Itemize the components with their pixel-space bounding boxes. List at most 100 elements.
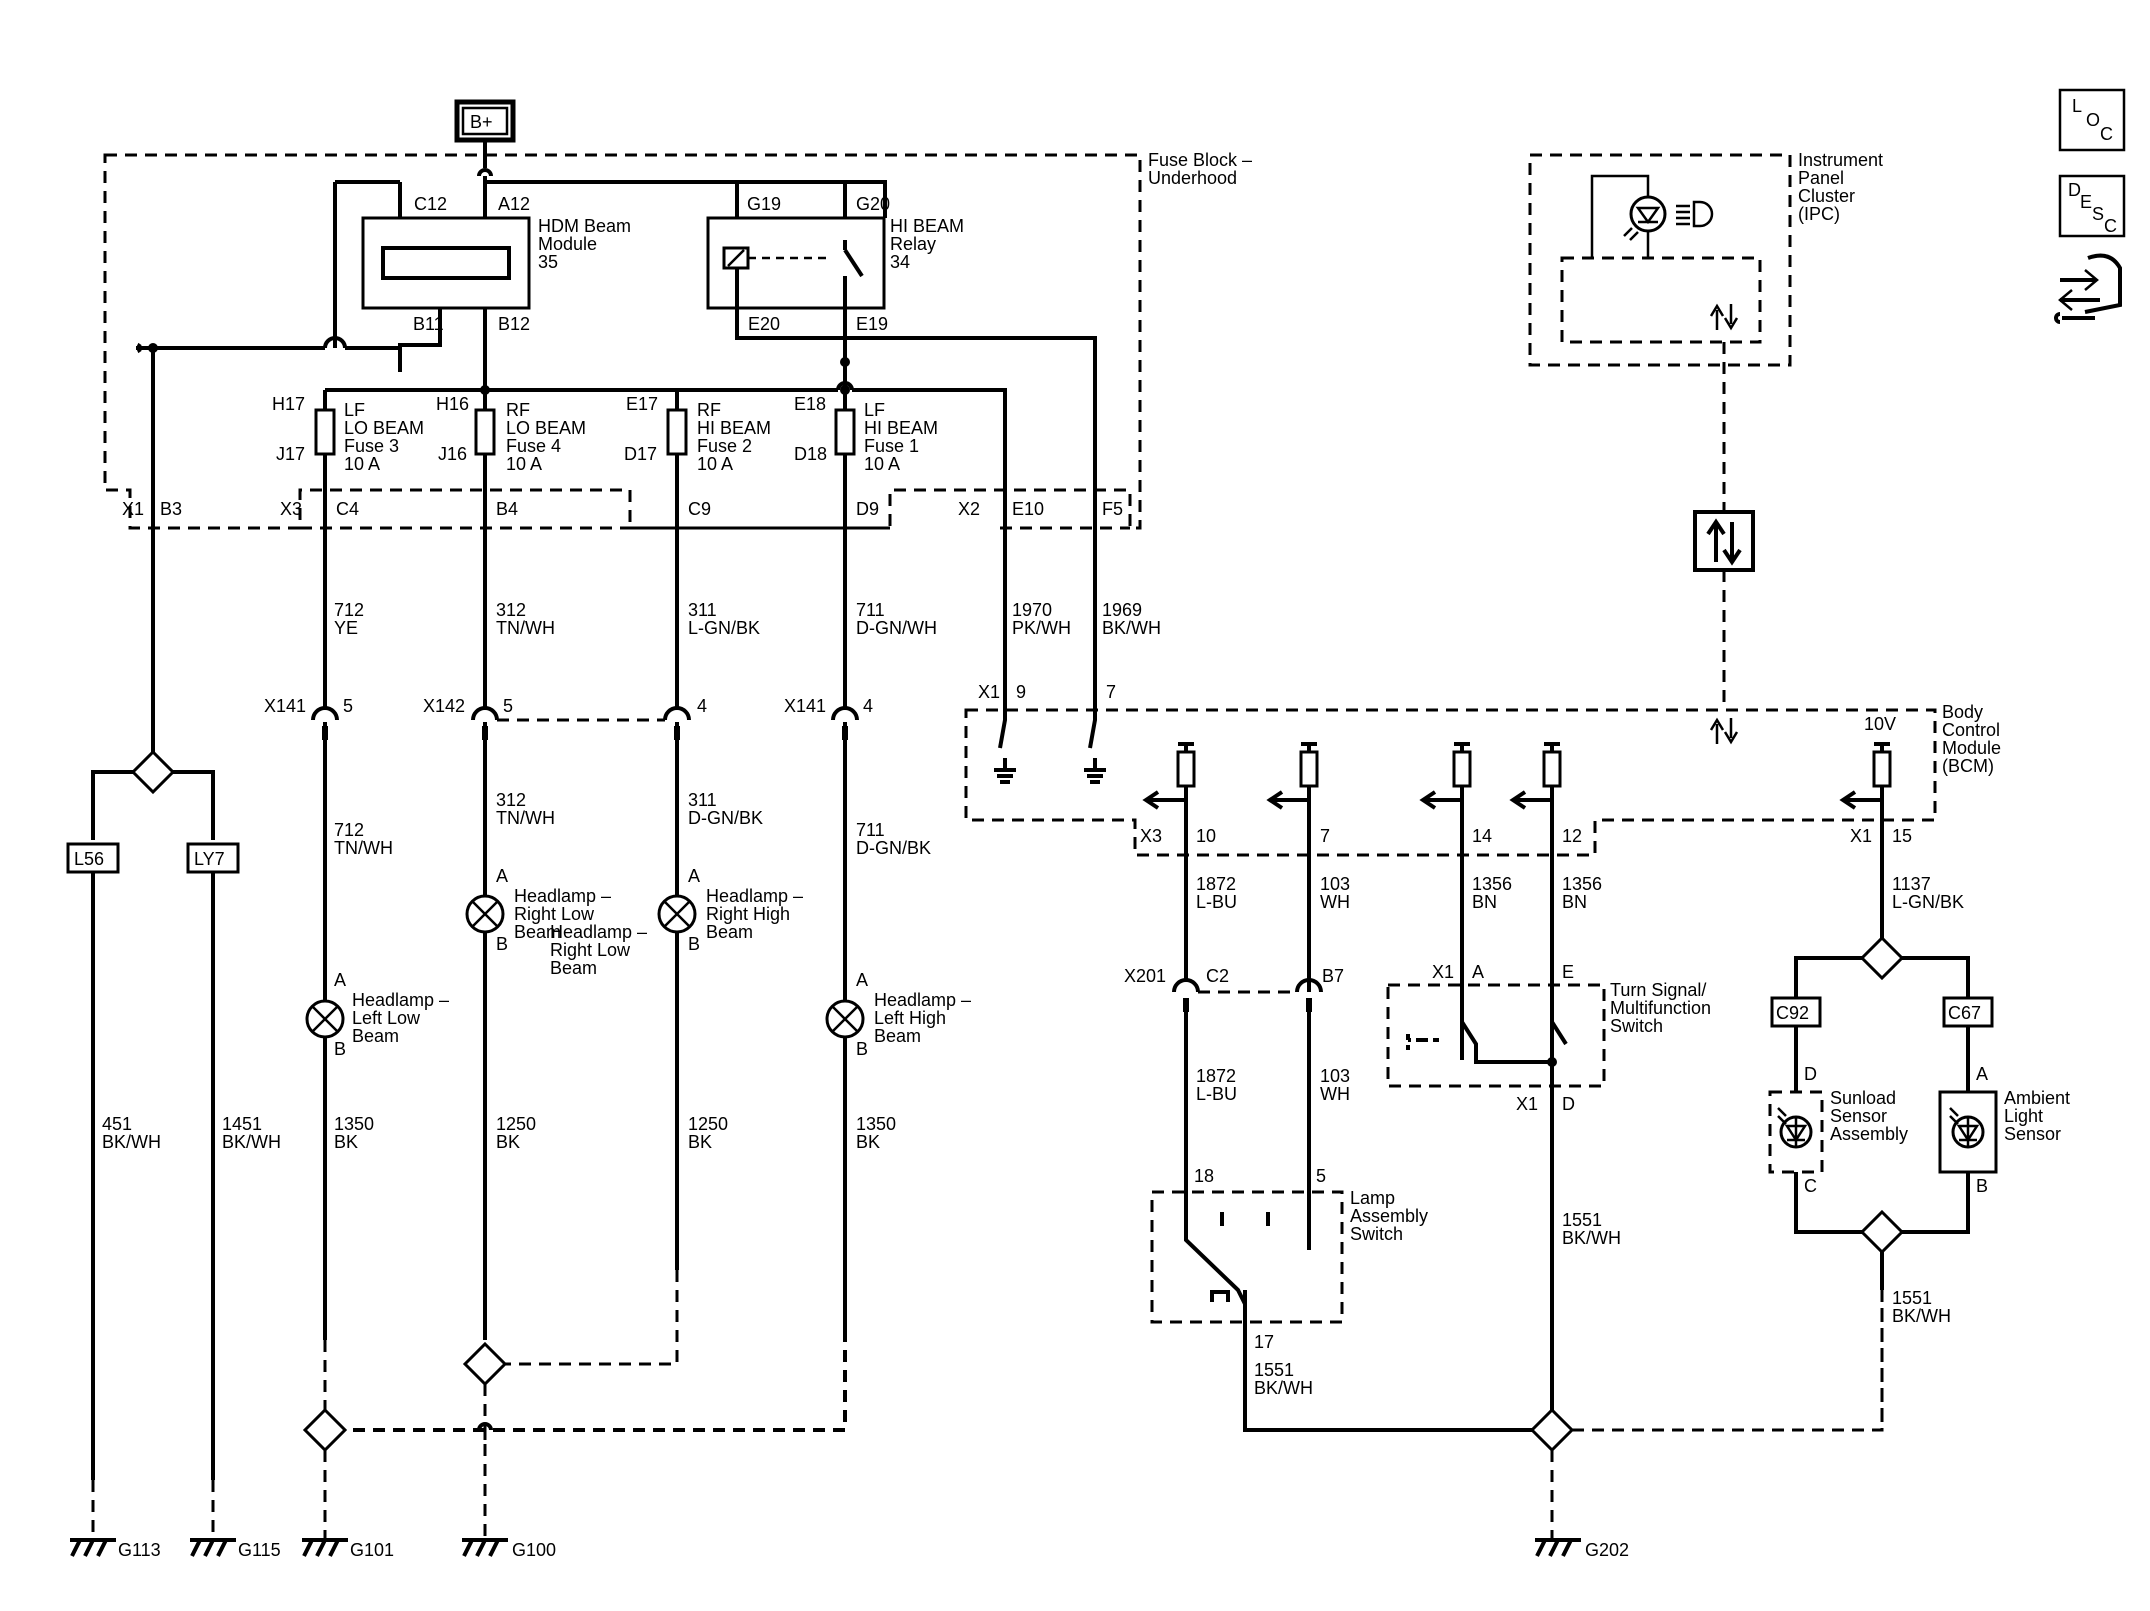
svg-text:1356: 1356 <box>1472 874 1512 894</box>
x1-b3-stub <box>136 342 150 354</box>
svg-text:H16: H16 <box>436 394 469 414</box>
svg-text:711: 711 <box>856 820 885 840</box>
svg-text:Right Low: Right Low <box>550 940 631 960</box>
pin-x1-bcm: X1 <box>1850 826 1872 846</box>
pin-ts-x1: X1 <box>1432 962 1454 982</box>
loc-letter-3: C <box>2100 124 2113 144</box>
svg-text:BK/WH: BK/WH <box>1102 618 1161 638</box>
connector-x201-label: X201 <box>1124 966 1166 986</box>
svg-text:HI BEAM: HI BEAM <box>890 216 964 236</box>
turn-signal-switch <box>1386 983 1606 1100</box>
pin-x3-bcm: X3 <box>1140 826 1162 846</box>
loc-letter-1: L <box>2072 96 2082 116</box>
svg-text:L-GN/BK: L-GN/BK <box>688 618 760 638</box>
svg-text:Fuse 4: Fuse 4 <box>506 436 561 456</box>
pin-15: 15 <box>1892 826 1912 846</box>
svg-text:1969: 1969 <box>1102 600 1142 620</box>
connector-info-icon[interactable] <box>2054 253 2122 324</box>
svg-text:L-BU: L-BU <box>1196 892 1237 912</box>
svg-text:103: 103 <box>1320 874 1350 894</box>
pin-14: 14 <box>1472 826 1492 846</box>
pin-b7: B7 <box>1322 966 1344 986</box>
svg-text:Headlamp –: Headlamp – <box>874 990 971 1010</box>
location-icon[interactable]: L O C <box>2058 88 2126 152</box>
svg-text:Light: Light <box>2004 1106 2043 1126</box>
svg-text:A: A <box>496 866 508 886</box>
label-right-low: A B Headlamp – Right Low Beam Headlamp –… <box>496 866 647 978</box>
ground-g101: G101 <box>350 1540 394 1560</box>
svg-text:B: B <box>496 934 508 954</box>
description-icon[interactable]: D E S C <box>2058 174 2126 238</box>
svg-text:10 A: 10 A <box>864 454 900 474</box>
svg-text:RF: RF <box>506 400 530 420</box>
svg-text:BK: BK <box>334 1132 358 1152</box>
fuse-4-text: E18 D18 LF HI BEAM Fuse 1 10 A <box>794 394 938 474</box>
pin-b11: B11 <box>413 314 444 334</box>
svg-text:Fuse 2: Fuse 2 <box>697 436 752 456</box>
svg-text:Switch: Switch <box>1350 1224 1403 1244</box>
svg-text:E18: E18 <box>794 394 826 414</box>
svg-text:Left Low: Left Low <box>352 1008 421 1028</box>
connector-x141-a: X141 <box>264 696 306 716</box>
svg-text:Headlamp –: Headlamp – <box>706 886 803 906</box>
svg-text:Switch: Switch <box>1610 1016 1663 1036</box>
desc-letter-1: D <box>2068 180 2081 200</box>
svg-text:Assembly: Assembly <box>1830 1124 1908 1144</box>
svg-text:1350: 1350 <box>334 1114 374 1134</box>
battery-feed-wire <box>477 140 885 184</box>
svg-text:Fuse 1: Fuse 1 <box>864 436 919 456</box>
svg-text:A: A <box>1976 1064 1988 1084</box>
pin-7-bcm: 7 <box>1320 826 1330 846</box>
desc-letter-4: C <box>2104 216 2117 236</box>
pin-ts-a: A <box>1472 962 1484 982</box>
svg-text:1872: 1872 <box>1196 1066 1236 1086</box>
ambient-light-sensor <box>1938 1090 1998 1174</box>
svg-text:1350: 1350 <box>856 1114 896 1134</box>
svg-text:J17: J17 <box>276 444 305 464</box>
svg-text:BK/WH: BK/WH <box>1892 1306 1951 1326</box>
svg-text:712: 712 <box>334 600 364 620</box>
pin-a12: A12 <box>498 194 530 214</box>
svg-text:451: 451 <box>102 1114 132 1134</box>
svg-text:D-GN/BK: D-GN/BK <box>688 808 763 828</box>
pin-bcm-x1: X1 <box>978 682 1000 702</box>
svg-text:1551: 1551 <box>1562 1210 1602 1230</box>
fuse-1-text: H17 J17 LF LO BEAM Fuse 3 10 A <box>272 394 424 474</box>
pin-c9: C9 <box>688 499 711 519</box>
svg-text:Module: Module <box>538 234 597 254</box>
svg-text:Right High: Right High <box>706 904 790 924</box>
pin-e10: E10 <box>1012 499 1044 519</box>
ground-g100: G100 <box>512 1540 556 1560</box>
instrument-panel-cluster <box>1528 153 1792 367</box>
g202-splice <box>1529 1250 1884 1540</box>
svg-text:Beam: Beam <box>550 958 597 978</box>
headlamp-right-high-bulb <box>657 894 697 934</box>
body-control-module <box>964 708 1937 857</box>
svg-text:1551: 1551 <box>1892 1288 1932 1308</box>
label-left-high: A B Headlamp – Left High Beam <box>856 970 971 1059</box>
connector-c67: C67 <box>1948 1003 1981 1023</box>
connector-x201 <box>1172 892 1323 1198</box>
svg-text:Turn Signal/: Turn Signal/ <box>1610 980 1706 1000</box>
svg-text:BK/WH: BK/WH <box>1254 1378 1313 1398</box>
pin-bcm-9: 9 <box>1016 682 1026 702</box>
label-left-low: A B Headlamp – Left Low Beam <box>334 970 449 1059</box>
svg-text:Body: Body <box>1942 702 1983 722</box>
svg-text:LO BEAM: LO BEAM <box>506 418 586 438</box>
svg-text:LF: LF <box>864 400 885 420</box>
fuse-feed-bus <box>323 357 1007 700</box>
svg-text:1250: 1250 <box>496 1114 536 1134</box>
fuse-lf-hi-beam <box>834 408 856 520</box>
pin-e19: E19 <box>856 314 888 334</box>
svg-text:B: B <box>1976 1176 1988 1196</box>
battery-label: B+ <box>470 112 493 132</box>
ground-splices <box>302 1270 847 1540</box>
